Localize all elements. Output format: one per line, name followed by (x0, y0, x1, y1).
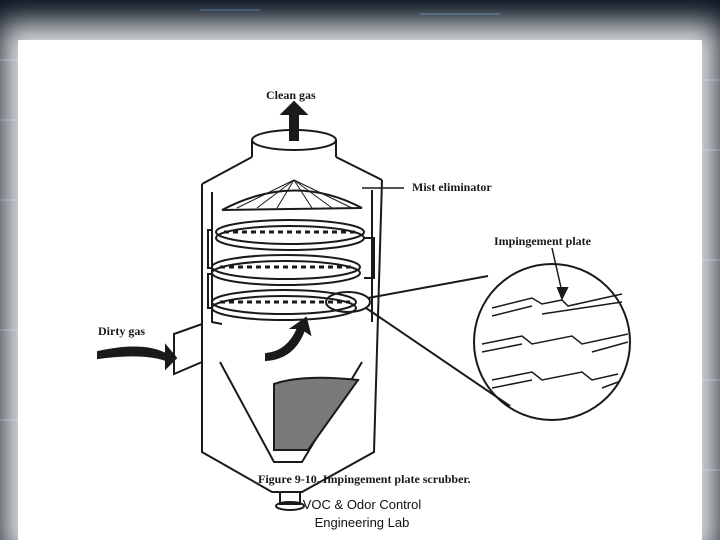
mist-eliminator-label: Mist eliminator (412, 180, 492, 194)
footer-line-2: Engineering Lab (314, 515, 410, 530)
footer-credit: VOC & Odor Control Engineering Lab (262, 496, 462, 532)
slide-panel (18, 40, 702, 540)
dirty-gas-label: Dirty gas (98, 324, 145, 338)
footer-line-1: VOC & Odor Control (302, 497, 422, 512)
figure-caption: Figure 9-10. Impingement plate scrubber. (258, 472, 471, 486)
clean-gas-label: Clean gas (266, 88, 316, 102)
scrubber-drawing (97, 100, 631, 511)
scrubber-figure: Clean gas Mist eliminator Impingement pl… (62, 62, 662, 520)
impingement-plate-label: Impingement plate (494, 234, 591, 248)
